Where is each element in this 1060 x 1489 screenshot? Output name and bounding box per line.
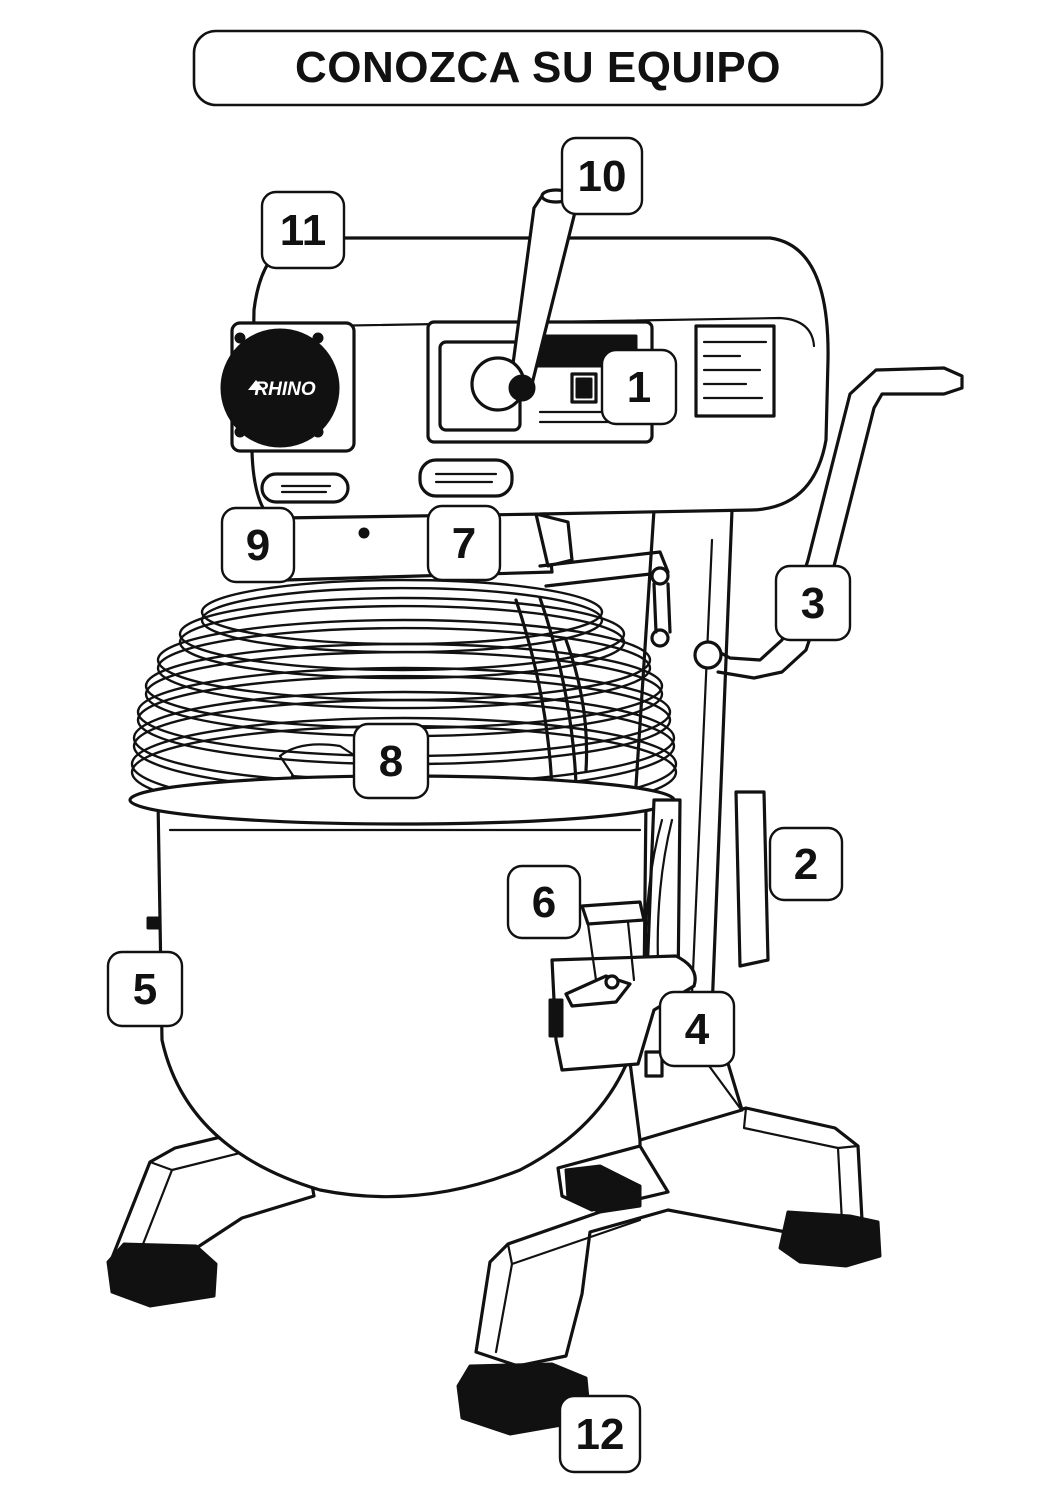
callout-box <box>600 348 678 426</box>
callout-6: 6 <box>506 864 582 940</box>
wire-guard-strut <box>564 638 589 772</box>
bowl-support-bracket <box>580 900 646 926</box>
callout-9: 9 <box>220 506 296 584</box>
foot-rear-icon <box>564 1164 642 1214</box>
foot-right-icon <box>778 1210 882 1268</box>
foot-front-icon <box>456 1362 592 1436</box>
callout-number: 8 <box>379 737 403 786</box>
callout-box <box>260 190 346 270</box>
callout-7: 7 <box>426 504 502 582</box>
wire-guard-ring <box>156 618 652 702</box>
column-side-box <box>734 790 770 968</box>
plaque-left <box>260 472 350 504</box>
callout-number: 10 <box>578 152 627 201</box>
wire-guard-strut <box>538 596 578 786</box>
bowl-lift-handle <box>693 366 964 680</box>
callout-number: 11 <box>280 206 327 255</box>
rhino-logo-icon <box>248 380 264 390</box>
callout-box <box>560 136 644 216</box>
callout-box <box>768 826 844 902</box>
callout-box <box>352 722 430 800</box>
wire-guard-ring <box>178 596 626 672</box>
callout-3: 3 <box>774 564 852 642</box>
callout-10: 10 <box>560 136 644 216</box>
callout-number: 5 <box>133 965 157 1014</box>
callout-box <box>658 990 736 1068</box>
wire-guard-ring <box>156 626 652 710</box>
callout-number: 1 <box>627 363 651 412</box>
plaque-right <box>418 458 514 498</box>
callout-box <box>426 504 502 582</box>
callout-box <box>220 506 296 584</box>
callout-number: 9 <box>246 521 270 570</box>
callout-12: 12 <box>558 1394 642 1474</box>
foot-left-icon <box>106 1242 218 1308</box>
callout-box <box>506 864 582 940</box>
mixer-head: RHINO <box>220 188 830 522</box>
mixer-base <box>106 1106 882 1436</box>
callout-1: 1 <box>600 348 678 426</box>
callout-number: 4 <box>685 1005 710 1054</box>
logo-text: RHINO <box>254 379 315 400</box>
callout-number: 6 <box>532 878 556 927</box>
wire-guard <box>130 578 678 820</box>
callout-box <box>774 564 852 642</box>
bowl-arm <box>548 798 697 1078</box>
callout-11: 11 <box>260 190 346 270</box>
callout-number: 2 <box>794 840 818 889</box>
base-right-leg <box>474 1106 864 1368</box>
diagram-title: CONOZCA SU EQUIPO <box>295 43 781 92</box>
callout-number: 3 <box>801 579 825 628</box>
callout-number: 7 <box>452 519 476 568</box>
callout-box <box>558 1394 642 1474</box>
callout-box <box>106 950 184 1028</box>
callout-4: 4 <box>658 990 736 1068</box>
callout-5: 5 <box>106 950 184 1028</box>
wire-guard-strut <box>514 598 554 792</box>
title-banner: CONOZCA SU EQUIPO <box>192 29 884 107</box>
callout-8: 8 <box>352 722 430 800</box>
callout-2: 2 <box>768 826 844 902</box>
callout-number: 12 <box>576 1410 625 1459</box>
